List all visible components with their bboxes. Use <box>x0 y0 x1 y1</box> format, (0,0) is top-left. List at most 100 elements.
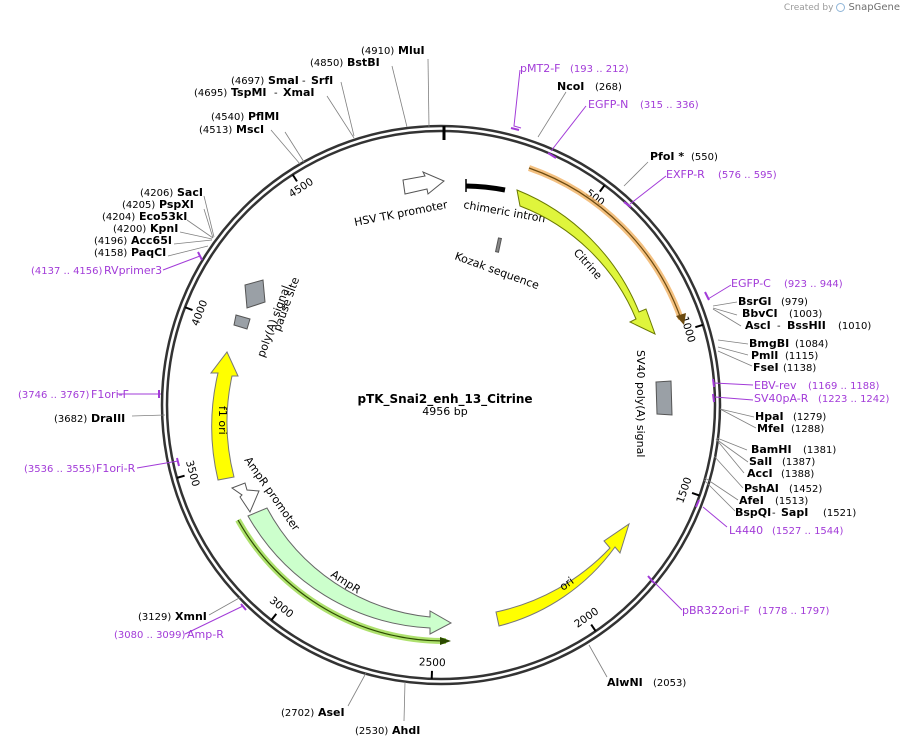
primer-pbr322ori-f[interactable]: pBR322ori-F <box>682 604 750 617</box>
site-ahdi[interactable]: AhdI <box>392 724 420 737</box>
site-pflmi[interactable]: PflMI <box>248 110 279 123</box>
site-pos-saci: (4206) <box>140 188 173 199</box>
feature-ampr-promoter-arrow[interactable] <box>230 482 260 514</box>
primer-pos-pbr322ori-f: (1778 .. 1797) <box>758 606 830 617</box>
site-afei[interactable]: AfeI <box>739 494 764 507</box>
feature-label-hsv-tk-promoter: HSV TK promoter <box>353 198 449 229</box>
site-pos-draiii: (3682) <box>54 414 87 425</box>
primer-pos-f1ori-f: (3746 .. 3767) <box>18 390 90 401</box>
site-sep-bspqi: - <box>772 508 776 519</box>
site-mfei[interactable]: MfeI <box>757 422 784 435</box>
feature-pause-site[interactable] <box>244 279 266 309</box>
site-pos-bsrgi: (979) <box>781 297 808 308</box>
feature-ori-arrow[interactable] <box>495 522 630 627</box>
site-pos-sali: (1387) <box>782 457 815 468</box>
site-pfoi[interactable]: PfoI * <box>650 150 684 163</box>
feature-chimeric-intron[interactable] <box>465 183 506 193</box>
primer-sv40pa-r[interactable]: SV40pA-R <box>754 392 809 405</box>
site-asei[interactable]: AseI <box>318 706 345 719</box>
site-sapi[interactable]: SapI <box>781 506 808 519</box>
primer-pos-l4440: (1527 .. 1544) <box>772 526 844 537</box>
site-pos-mfei: (1288) <box>791 424 824 435</box>
site-pos-bbvci: (1003) <box>789 309 822 320</box>
tick-label-4000: 4000 <box>190 298 211 327</box>
feature-sv40-polya[interactable] <box>655 380 673 416</box>
feature-ampr-arrow[interactable] <box>247 507 453 635</box>
site-pspxi[interactable]: PspXI <box>159 198 194 211</box>
site-pos-eco53ki: (4204) <box>102 212 135 223</box>
primer-l4440[interactable]: L4440 <box>729 524 763 537</box>
site-pos-pfoi: (550) <box>691 152 718 163</box>
site-pos-pmli: (1115) <box>785 351 818 362</box>
tick-mark-1000 <box>695 323 704 329</box>
ampr-orf-line <box>237 519 447 642</box>
site-bamhi[interactable]: BamHI <box>751 443 792 456</box>
site-pos-paqci: (4158) <box>94 248 127 259</box>
site-tspmi[interactable]: TspMI <box>231 86 267 99</box>
site-acc65i[interactable]: Acc65I <box>131 234 172 247</box>
site-alwni[interactable]: AlwNI <box>607 676 643 689</box>
primer-pmt2-f[interactable]: pMT2-F <box>520 62 561 75</box>
site-pos-pspxi: (4205) <box>122 200 155 211</box>
feature-hsv-tk-promoter-arrow[interactable] <box>402 171 445 195</box>
feature-polya-signal[interactable] <box>233 314 251 330</box>
primer-egfp-c[interactable]: EGFP-C <box>731 277 771 290</box>
site-bsrgi[interactable]: BsrGI <box>738 295 771 308</box>
tick-mark-500 <box>599 184 606 193</box>
tick-mark-3000 <box>270 613 278 621</box>
site-sali[interactable]: SalI <box>749 455 772 468</box>
site-saci[interactable]: SacI <box>177 186 203 199</box>
feature-kozak-sequence[interactable] <box>494 237 503 253</box>
tick-label-3500: 3500 <box>183 459 202 488</box>
site-xmai[interactable]: XmaI <box>283 86 314 99</box>
site-pos-alwni: (2053) <box>653 678 686 689</box>
snapgene-logo-icon <box>836 3 846 12</box>
site-xmni[interactable]: XmnI <box>175 610 207 623</box>
site-bmgbi[interactable]: BmgBI <box>749 337 789 350</box>
site-ncoi[interactable]: NcoI <box>557 80 584 93</box>
primer-ebv-rev[interactable]: EBV-rev <box>754 379 797 392</box>
site-bstbi[interactable]: BstBI <box>347 56 380 69</box>
site-pmli[interactable]: PmlI <box>751 349 778 362</box>
site-bspqi[interactable]: BspQI <box>735 506 771 519</box>
site-draiii[interactable]: DraIII <box>91 412 125 425</box>
site-labels: (4910) MluI (4850) BstBI (4697) SmaI - S… <box>54 44 871 737</box>
site-bsshii[interactable]: BssHII <box>787 319 826 332</box>
orf-highlight-arc <box>528 165 684 321</box>
tick-mark-1500 <box>691 491 700 497</box>
site-mlui[interactable]: MluI <box>398 44 425 57</box>
site-pshai[interactable]: PshAI <box>744 482 779 495</box>
site-srfi[interactable]: SrfI <box>311 74 333 87</box>
site-pos-ahdi: (2530) <box>355 726 388 737</box>
primer-f1ori-f[interactable]: F1ori-F <box>91 388 129 401</box>
site-pos-asci: (1010) <box>838 321 871 332</box>
primer-egfp-n[interactable]: EGFP-N <box>588 98 628 111</box>
tick-label-2000: 2000 <box>572 605 601 630</box>
site-acci[interactable]: AccI <box>747 467 773 480</box>
site-hpai[interactable]: HpaI <box>755 410 784 423</box>
primer-f1ori-r[interactable]: F1ori-R <box>96 462 136 475</box>
site-pos-bamhi: (1381) <box>803 445 836 456</box>
site-kpni[interactable]: KpnI <box>150 222 178 235</box>
site-msci[interactable]: MscI <box>236 123 264 136</box>
site-pos-mlui: (4910) <box>361 46 394 57</box>
site-pos-ncoi: (268) <box>595 82 622 93</box>
primer-rvprimer3[interactable]: RVprimer3 <box>104 264 162 277</box>
site-asci[interactable]: AscI <box>745 319 771 332</box>
site-fsei[interactable]: FseI <box>753 361 779 374</box>
site-bbvci[interactable]: BbvCI <box>742 307 778 320</box>
site-paqci[interactable]: PaqCI <box>131 246 166 259</box>
site-pos-xmni: (3129) <box>138 612 171 623</box>
tick-label-2500: 2500 <box>419 656 446 669</box>
feature-citrine-arrow[interactable] <box>516 189 656 335</box>
site-pos-tspmi: (4695) <box>194 88 227 99</box>
orf-highlight-line <box>528 167 682 320</box>
site-smai[interactable]: SmaI <box>268 74 299 87</box>
feature-f1-ori-arrow[interactable] <box>209 351 239 481</box>
tick-label-3000: 3000 <box>267 595 295 621</box>
primer-amp-r[interactable]: Amp-R <box>187 628 224 641</box>
site-pos-acci: (1388) <box>781 469 814 480</box>
primer-exfp-r[interactable]: EXFP-R <box>666 168 705 181</box>
site-pos-hpai: (1279) <box>793 412 826 423</box>
site-eco53ki[interactable]: Eco53kI <box>139 210 187 223</box>
